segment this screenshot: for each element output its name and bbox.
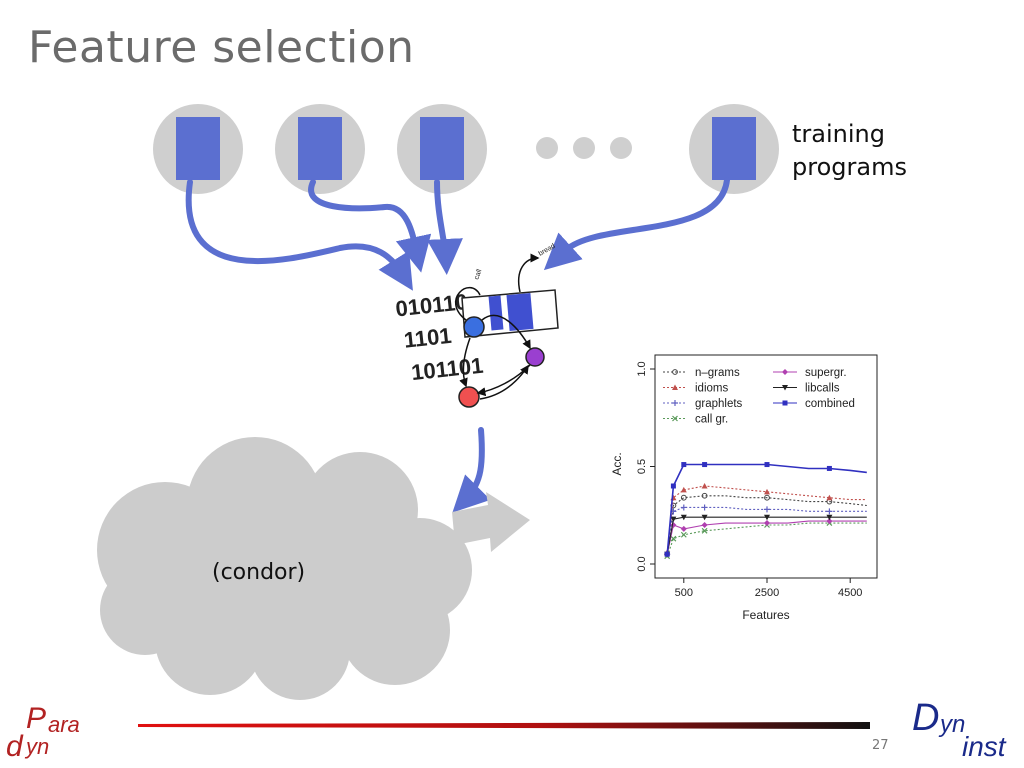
binary-line-2: 1101 — [403, 323, 453, 353]
x-tick-label-0: 500 — [675, 587, 693, 599]
svg-text:d: d — [6, 730, 24, 763]
series-3-point-3 — [701, 527, 708, 534]
svg-text:yn: yn — [24, 734, 49, 759]
series-2-point-2 — [680, 504, 687, 511]
program-arrows — [185, 177, 730, 513]
series-6-point-3 — [702, 462, 708, 468]
series-5-point-6 — [764, 514, 770, 521]
series-6 — [664, 462, 867, 557]
series-3-point-1 — [670, 535, 677, 542]
series-5-point-2 — [680, 514, 687, 521]
legend-label-1: idioms — [695, 383, 728, 395]
series-line-6 — [666, 463, 867, 555]
accuracy-chart: 0.0 0.5 1.0 500 2500 4500 n–grams idioms graph… — [610, 354, 878, 622]
svg-text:inst: inst — [962, 731, 1007, 762]
legend-label-0: n–grams — [695, 367, 740, 379]
page-number: 27 — [872, 738, 889, 753]
legend-label-3: call gr. — [695, 414, 728, 426]
ellipsis-dots — [536, 137, 632, 159]
x-axis: 500 2500 4500 — [675, 578, 862, 599]
series-1-point-2 — [680, 486, 687, 493]
series-6-point-6 — [764, 462, 770, 468]
series-2-point-6 — [764, 506, 770, 513]
slide-title: Feature selection — [28, 22, 415, 73]
cloud-label: (condor) — [212, 560, 306, 585]
series-4-point-3 — [701, 522, 708, 528]
legend-label-5: libcalls — [805, 383, 840, 395]
condor-cloud — [97, 437, 472, 700]
series-line-5 — [666, 516, 867, 555]
graph-label-bread: bread — [538, 243, 557, 258]
legend-label-4: supergr. — [805, 367, 847, 379]
svg-text:P: P — [26, 702, 46, 735]
series-4-point-9 — [826, 518, 833, 525]
training-label-line2: programs — [792, 153, 907, 181]
training-programs-label: training programs — [792, 118, 907, 184]
series-3-point-2 — [680, 531, 687, 538]
program-3 — [397, 104, 487, 194]
svg-text:D: D — [912, 697, 939, 739]
gray-block-arrow — [452, 492, 530, 552]
x-axis-label: Features — [742, 608, 789, 622]
svg-text:yn: yn — [938, 711, 965, 738]
series-6-point-2 — [681, 462, 687, 468]
binary-line-3: 101101 — [410, 353, 484, 385]
series-6-point-1 — [670, 483, 676, 489]
x-tick-label-1: 2500 — [755, 587, 779, 599]
legend-marker-4 — [782, 369, 788, 375]
series-0-point-2 — [680, 494, 687, 501]
y-tick-label-0: 0.0 — [636, 556, 648, 571]
legend-marker-6 — [782, 400, 788, 406]
y-axis: 0.0 0.5 1.0 — [636, 361, 655, 572]
y-axis-label: Acc. — [610, 452, 624, 475]
program-2 — [275, 104, 365, 194]
legend: n–grams idioms graphlets call gr. supergr. li… — [663, 367, 855, 426]
svg-text:ara: ara — [48, 712, 80, 737]
series-5-point-1 — [670, 516, 677, 523]
footer-line — [138, 722, 870, 729]
graph-label-call: call — [473, 268, 483, 281]
series-5-point-9 — [826, 514, 833, 521]
legend-marker-1 — [672, 384, 678, 390]
series-2-point-9 — [826, 508, 833, 515]
series-0-point-3 — [701, 492, 708, 499]
legend-marker-5 — [782, 385, 788, 391]
series-2-point-3 — [701, 504, 708, 511]
series-3 — [664, 520, 867, 560]
legend-marker-0 — [672, 369, 678, 375]
legend-marker-2 — [672, 400, 678, 406]
binary-graph-icon: 010110 1101 101101 call bread — [394, 243, 559, 408]
series-5-point-3 — [701, 514, 708, 521]
program-n — [689, 104, 779, 194]
legend-label-2: graphlets — [695, 398, 743, 410]
training-label-line1: training — [792, 120, 885, 148]
series-4-point-2 — [680, 525, 687, 532]
x-tick-label-2: 4500 — [838, 587, 862, 599]
series-6-point-9 — [826, 465, 832, 471]
series-4-point-6 — [764, 520, 770, 527]
series-6-point-0 — [664, 551, 670, 557]
series-1-point-6 — [764, 488, 770, 495]
paradyn-logo: P ara d yn — [6, 702, 80, 763]
series-1-point-3 — [701, 483, 708, 489]
y-tick-label-2: 1.0 — [636, 361, 648, 376]
legend-marker-3 — [672, 415, 678, 422]
series-0-point-6 — [764, 494, 770, 501]
y-tick-label-1: 0.5 — [636, 459, 648, 474]
series-1-point-9 — [826, 494, 833, 501]
legend-label-6: combined — [805, 398, 855, 410]
program-1 — [153, 104, 243, 194]
series-layer — [664, 462, 867, 560]
dyninst-logo: D yn inst — [912, 697, 1007, 762]
